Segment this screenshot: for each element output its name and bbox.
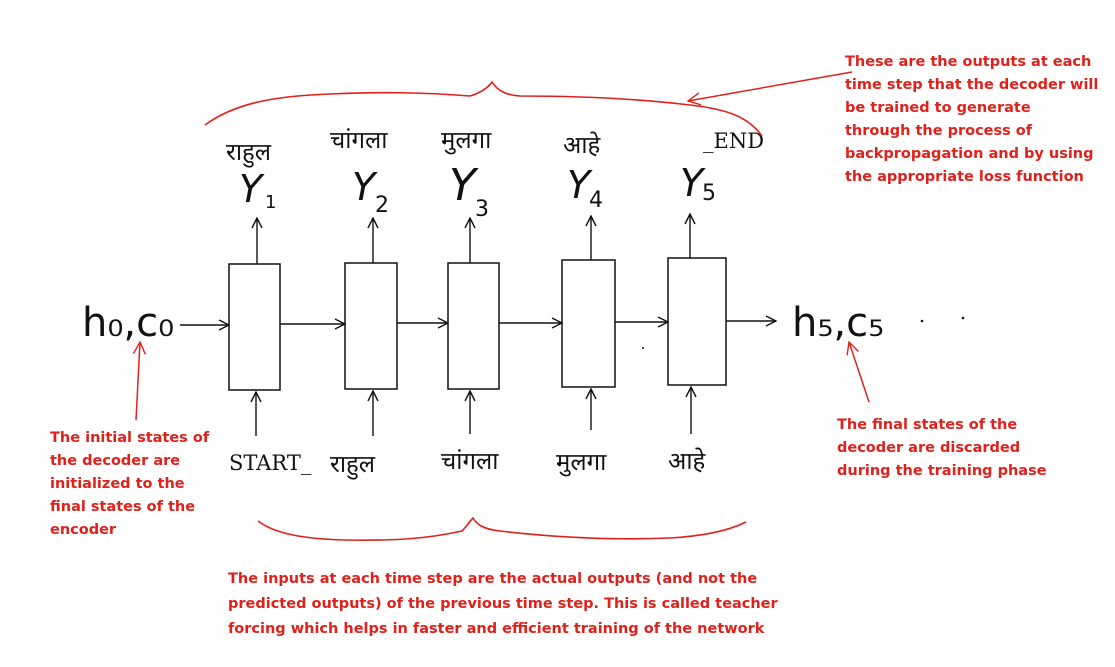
svg-text:Y: Y bbox=[680, 161, 706, 205]
decoder-cell-3 bbox=[447, 262, 500, 390]
svg-text:Y: Y bbox=[239, 167, 265, 211]
output-word-5: _END bbox=[703, 129, 764, 153]
output-label-4: Y 4 bbox=[567, 163, 603, 213]
output-word-1: राहुल bbox=[226, 138, 272, 168]
svg-text:Y: Y bbox=[567, 163, 593, 207]
svg-text:1: 1 bbox=[265, 192, 276, 213]
decoder-cell-5 bbox=[667, 257, 727, 386]
output-word-4: आहे bbox=[563, 131, 602, 159]
final-note-arrow bbox=[849, 342, 870, 403]
svg-text:5: 5 bbox=[702, 181, 716, 206]
decoder-cell-1 bbox=[228, 263, 281, 391]
output-label-2: Y 2 bbox=[352, 165, 389, 218]
initial-state-note: The initial states of the decoder are in… bbox=[50, 430, 214, 538]
output-word-2: चांगला bbox=[330, 126, 388, 154]
input-word-1: START_ bbox=[229, 451, 312, 475]
output-word-3: मुलगा bbox=[441, 126, 492, 155]
initial-note-arrow bbox=[136, 342, 140, 421]
input-word-4: मुलगा bbox=[556, 448, 607, 477]
outputs-note: These are the outputs at each time step … bbox=[845, 54, 1103, 185]
output-label-1: Y 1 bbox=[239, 167, 276, 213]
input-word-2: राहुल bbox=[330, 450, 376, 480]
input-word-5: आहे bbox=[668, 447, 707, 475]
stray-dot bbox=[642, 347, 644, 349]
initial-state-label: h₀,c₀ bbox=[82, 300, 174, 346]
final-state-note: The final states of the decoder are disc… bbox=[837, 417, 1047, 479]
svg-text:Y: Y bbox=[449, 160, 479, 211]
svg-text:4: 4 bbox=[589, 188, 603, 213]
stray-dot bbox=[920, 319, 924, 323]
stray-dot bbox=[961, 316, 965, 320]
svg-text:3: 3 bbox=[475, 197, 489, 222]
output-label-5: Y 5 bbox=[680, 161, 716, 206]
outputs-note-arrow bbox=[688, 71, 853, 101]
svg-text:Y: Y bbox=[352, 165, 378, 209]
decoder-cell-2 bbox=[344, 262, 398, 390]
inputs-note: The inputs at each time step are the act… bbox=[228, 571, 783, 637]
inputs-brace bbox=[257, 516, 747, 541]
final-state-label: h₅,c₅ bbox=[792, 300, 884, 346]
svg-text:2: 2 bbox=[375, 193, 389, 218]
output-label-3: Y 3 bbox=[449, 160, 489, 222]
input-word-3: चांगला bbox=[441, 447, 499, 475]
decoder-cell-4 bbox=[561, 259, 616, 388]
